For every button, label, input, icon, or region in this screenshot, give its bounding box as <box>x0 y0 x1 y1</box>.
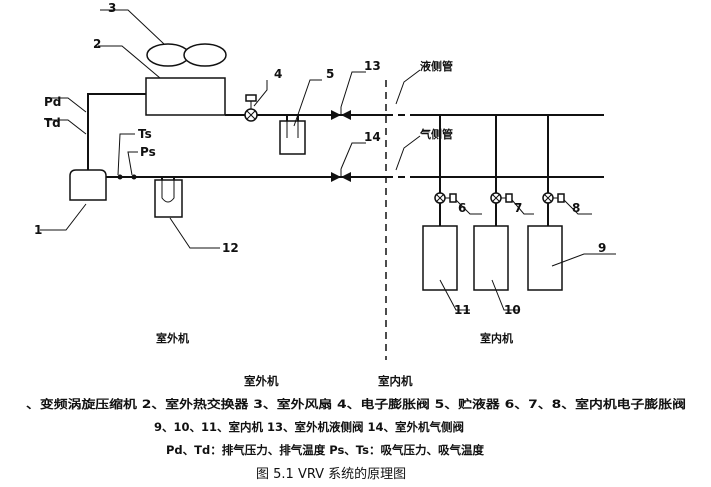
label-td: Td <box>44 116 61 130</box>
gas-pipe-label: 气侧管 <box>419 127 453 141</box>
label-3: 3 <box>108 1 116 15</box>
legend-line-3: Pd、Td：排气压力、排气温度 Ps、Ts：吸气压力、吸气温度 <box>166 443 484 457</box>
label-ts: Ts <box>138 127 152 141</box>
label-9: 9 <box>598 241 606 255</box>
gas-side-valve <box>331 169 351 182</box>
label-12: 12 <box>222 241 239 255</box>
indoor-expansion-valve-6 <box>434 192 457 204</box>
liquid-pipe-label: 液侧管 <box>420 59 453 73</box>
figure-title: 图 5.1 VRV 系统的原理图 <box>256 466 406 482</box>
indoor-unit-10 <box>473 225 509 291</box>
zone-indoor-label: 室内机 <box>480 331 513 345</box>
label-11: 11 <box>454 303 471 317</box>
label-1: 1 <box>34 223 42 237</box>
label-4: 4 <box>274 67 282 81</box>
label-14: 14 <box>364 130 381 144</box>
legend-outdoor-header: 室外机 <box>244 374 279 388</box>
legend-line-1: 、变频涡旋压缩机 2、室外热交换器 3、室外风扇 4、电子膨胀阀 5、贮液器 6… <box>26 397 686 411</box>
accumulator <box>154 179 183 218</box>
indoor-unit-9 <box>527 225 563 291</box>
indoor-expansion-valve-7 <box>490 192 513 204</box>
outdoor-heat-exchanger <box>145 77 226 116</box>
label-8: 8 <box>572 201 580 215</box>
label-6: 6 <box>458 201 466 215</box>
label-7: 7 <box>514 201 522 215</box>
indoor-expansion-valve-8 <box>542 192 565 204</box>
compressor <box>69 169 107 201</box>
outdoor-expansion-valve <box>244 94 258 122</box>
liquid-side-valve <box>331 107 351 120</box>
legend-line-2: 9、10、11、室内机 13、室外机液侧阀 14、室外机气侧阀 <box>154 420 464 434</box>
indoor-unit-11 <box>422 225 458 291</box>
leader-lines <box>40 9 616 311</box>
label-5: 5 <box>326 67 334 81</box>
liquid-receiver <box>279 120 306 155</box>
label-13: 13 <box>364 59 381 73</box>
legend-indoor-header: 室内机 <box>378 374 413 388</box>
label-2: 2 <box>93 37 101 51</box>
zone-outdoor-label: 室外机 <box>156 331 189 345</box>
label-pd: Pd <box>44 95 61 109</box>
refrigerant-pipes <box>87 93 604 226</box>
label-10: 10 <box>504 303 521 317</box>
outdoor-fan <box>146 43 227 67</box>
label-ps: Ps <box>140 145 156 159</box>
